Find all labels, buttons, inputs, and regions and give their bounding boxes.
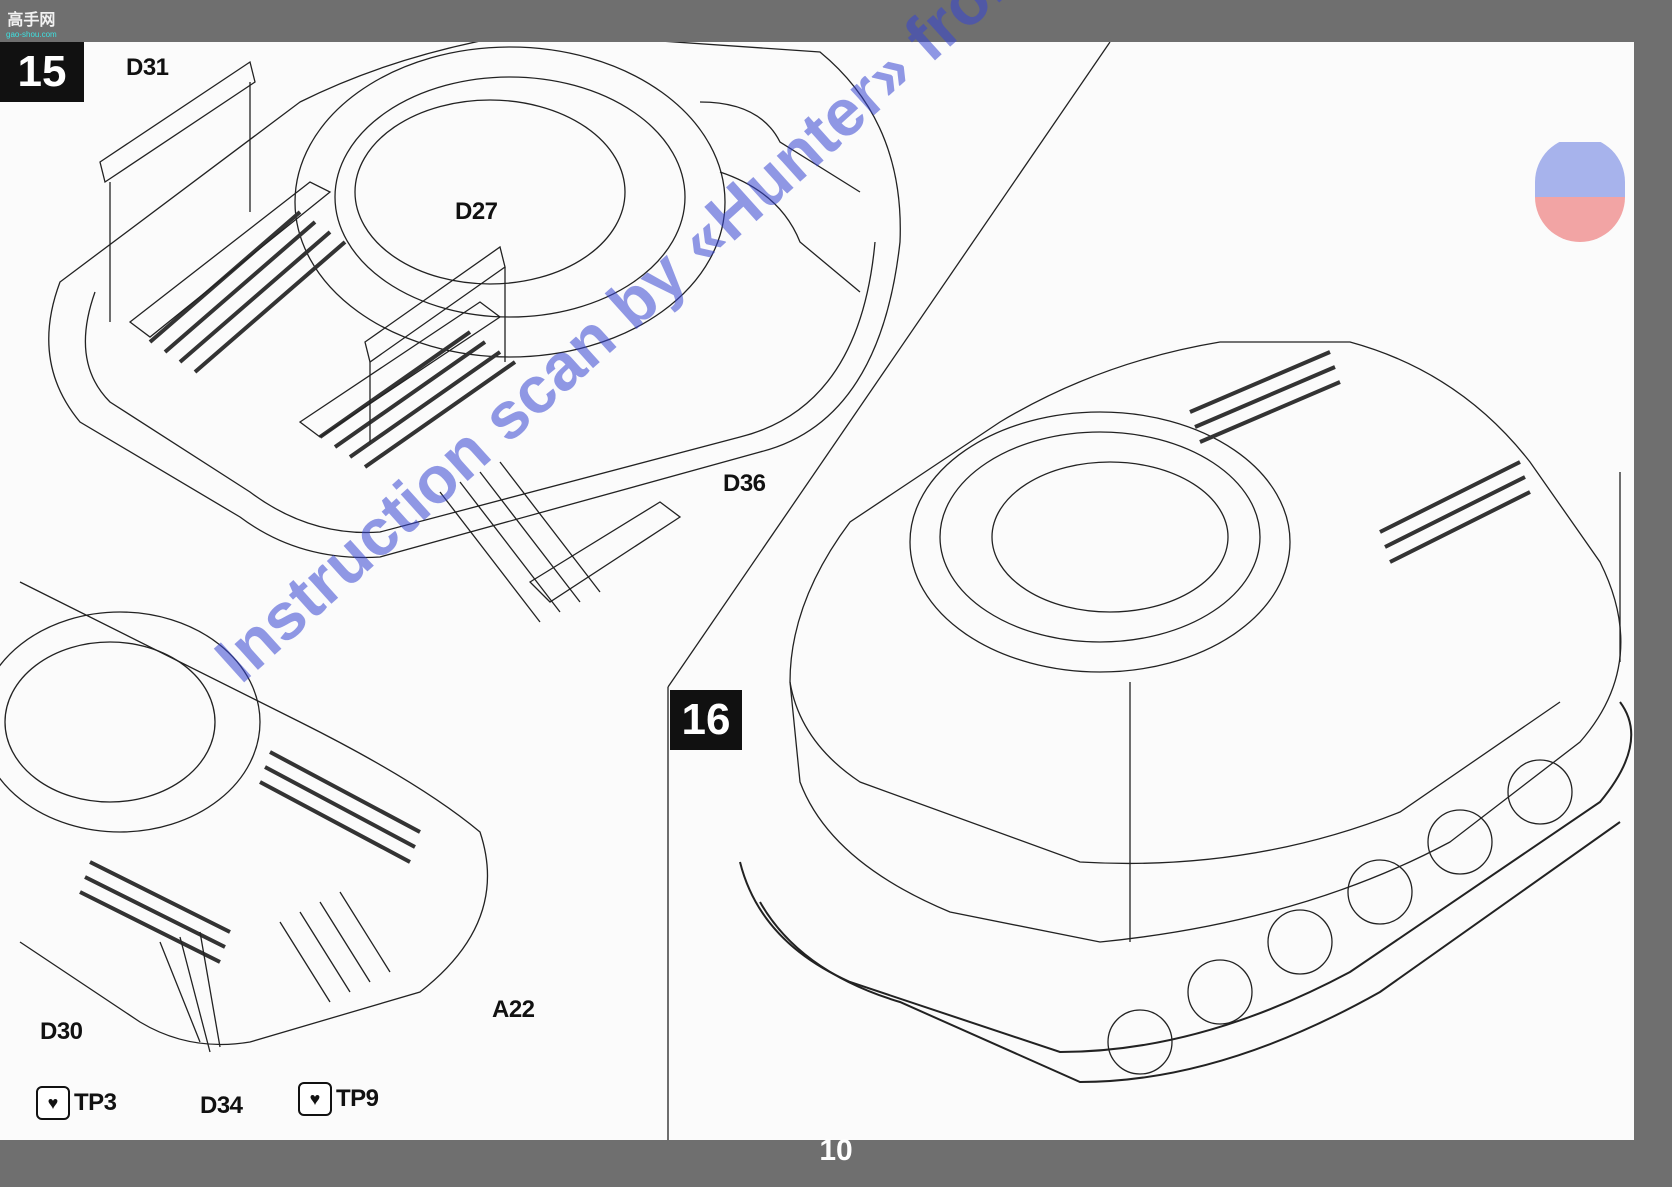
heart-drop-icon: ♥ xyxy=(298,1082,332,1116)
instruction-sheet: 15 16 D31 D27 D36 D30 D34 A22 ♥ TP3 ♥ TP… xyxy=(0,42,1634,1140)
part-label: D31 xyxy=(126,54,169,81)
hull-top-view-lower xyxy=(0,581,489,1053)
paint-reference: ♥ TP9 xyxy=(298,1082,379,1116)
part-label: D27 xyxy=(455,198,498,225)
step-number-box: 15 xyxy=(0,42,84,102)
step-number-box: 16 xyxy=(670,690,742,750)
flag-watermark xyxy=(1535,142,1625,242)
paint-reference: ♥ TP3 xyxy=(36,1086,117,1120)
hull-top-view-upper xyxy=(48,42,901,623)
panel-divider-line xyxy=(667,42,1111,688)
site-logo-text: 高手网 xyxy=(7,12,56,29)
part-label: D36 xyxy=(723,470,766,497)
assembly-illustration xyxy=(0,42,1633,1140)
heart-drop-icon: ♥ xyxy=(36,1086,70,1120)
part-label: A22 xyxy=(492,996,535,1023)
paint-code: TP9 xyxy=(336,1085,379,1112)
paint-code: TP3 xyxy=(74,1089,117,1116)
part-label: D34 xyxy=(200,1092,243,1119)
tank-assembly-view xyxy=(739,341,1633,1084)
page-number: 10 xyxy=(819,1134,853,1167)
part-label: D30 xyxy=(40,1018,83,1045)
site-logo: 高手网 gao-shou.com xyxy=(6,6,57,39)
site-logo-subtext: gao-shou.com xyxy=(6,30,57,39)
road-wheels xyxy=(1107,759,1573,1075)
